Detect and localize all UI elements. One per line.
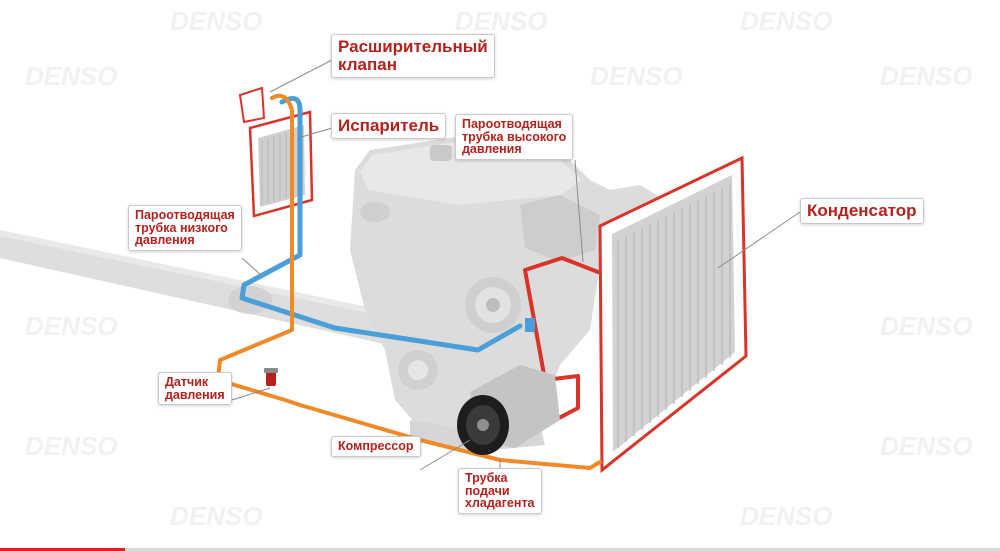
label-low-pressure-pipe: Пароотводящая трубка низкого давления [128,205,242,251]
watermark: DENSO [170,6,262,36]
watermark: DENSO [455,6,547,36]
watermark: DENSO [25,61,117,91]
liquid-line [216,93,602,470]
leader-lines [231,59,801,471]
label-evaporator: Испаритель [331,113,447,139]
video-progress-fill [0,548,125,551]
condenser-unit [598,155,748,474]
label-condenser: Конденсатор [800,198,924,224]
watermark: DENSO [170,501,262,531]
watermark: DENSO [740,501,832,531]
pressure-sensor-part [264,368,278,386]
watermark: DENSO [880,431,972,461]
video-progress-track[interactable] [0,548,1000,551]
label-refrigerant-supply-pipe: Трубка подачи хладагента [458,468,542,514]
watermark: DENSO [880,61,972,91]
label-high-pressure-pipe: Пароотводящая трубка высокого давления [455,114,574,160]
watermark: DENSO [25,311,117,341]
watermark: DENSO [740,6,832,36]
label-compressor: Компрессор [331,436,421,457]
watermark: DENSO [880,311,972,341]
watermark-group: DENSO DENSO DENSO DENSO DENSO DENSO DENS… [25,6,972,531]
watermark: DENSO [590,61,682,91]
label-expansion-valve: Расширительный клапан [331,34,495,78]
label-pressure-sensor: Датчик давления [158,372,232,405]
watermark: DENSO [25,431,117,461]
